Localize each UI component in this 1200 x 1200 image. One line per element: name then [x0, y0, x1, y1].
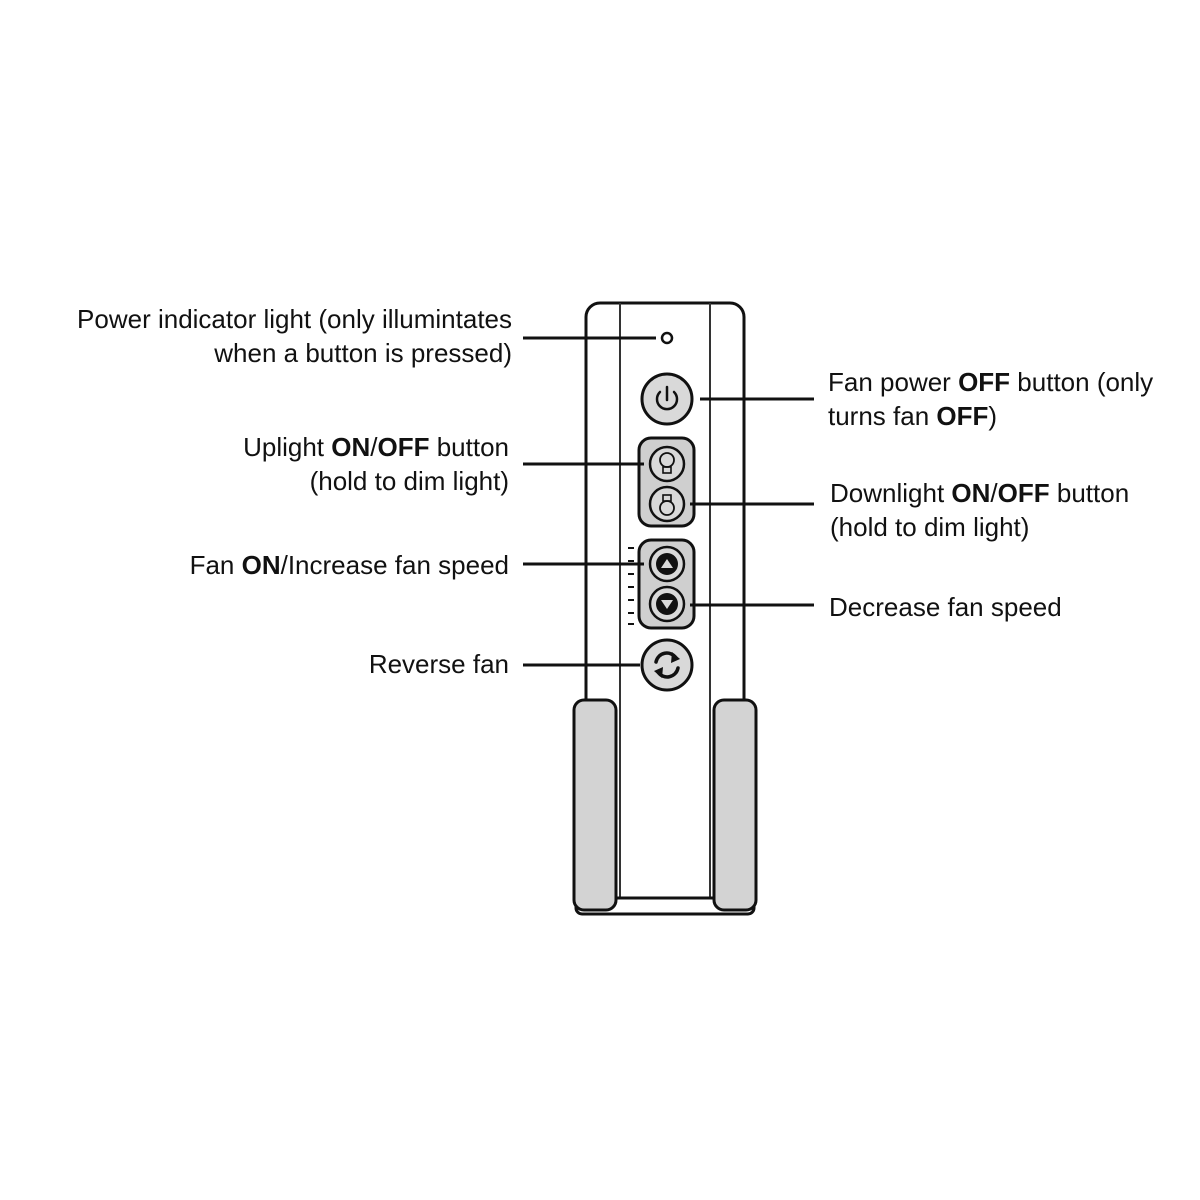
label-fan-power-off-part2: button (only [1010, 367, 1154, 397]
label-uplight-part1: Uplight [243, 432, 332, 462]
downlight-bulb-icon [659, 494, 675, 516]
left-grip [572, 698, 618, 912]
label-downlight-part2: button [1049, 478, 1130, 508]
label-fan-increase: Fan ON/Increase fan speed [190, 548, 509, 582]
label-fan-increase-part1: Fan [189, 550, 242, 580]
label-downlight: Downlight ON/OFF button (hold to dim lig… [830, 476, 1129, 544]
reverse-fan-button[interactable] [640, 638, 694, 692]
label-fan-power-off-emph2: OFF [936, 401, 989, 431]
fan-power-off-button[interactable] [640, 372, 694, 426]
label-power-indicator-line1: Power indicator light (only illumintates [77, 304, 512, 334]
label-uplight: Uplight ON/OFF button (hold to dim light… [243, 430, 509, 498]
label-uplight-off: OFF [377, 432, 430, 462]
right-grip [712, 698, 758, 912]
label-fan-power-off-part3: turns fan [828, 401, 937, 431]
power-indicator-light [660, 331, 674, 345]
uplight-button[interactable] [648, 445, 686, 483]
chevron-down-icon [656, 593, 678, 615]
label-fan-decrease: Decrease fan speed [829, 590, 1062, 624]
label-fan-power-off-part4: ) [988, 401, 998, 431]
label-power-indicator-line2: when a button is pressed) [214, 338, 512, 368]
leader-lines [523, 336, 814, 667]
label-power-indicator: Power indicator light (only illumintates… [77, 302, 512, 370]
label-reverse-fan-line1: Reverse fan [368, 649, 509, 679]
label-downlight-on: ON [951, 478, 991, 508]
speed-tick-marks [628, 547, 634, 625]
label-uplight-line2: (hold to dim light) [309, 466, 509, 496]
label-fan-increase-part2: /Increase fan speed [280, 550, 509, 580]
label-fan-power-off-part1: Fan power [828, 367, 959, 397]
fan-increase-button[interactable] [648, 545, 686, 583]
downlight-button[interactable] [648, 485, 686, 523]
label-uplight-part2: button [429, 432, 509, 462]
label-fan-power-off-emph1: OFF [958, 367, 1011, 397]
power-icon [655, 385, 679, 411]
uplight-bulb-icon [659, 452, 675, 474]
label-downlight-slash: / [990, 478, 998, 508]
label-uplight-slash: / [370, 432, 378, 462]
label-fan-power-off: Fan power OFF button (only turns fan OFF… [828, 365, 1153, 433]
label-downlight-line2: (hold to dim light) [830, 512, 1030, 542]
label-reverse-fan: Reverse fan [369, 647, 509, 681]
label-fan-increase-on: ON [241, 550, 281, 580]
fan-decrease-button[interactable] [648, 585, 686, 623]
label-downlight-part1: Downlight [830, 478, 952, 508]
label-fan-decrease-line1: Decrease fan speed [829, 592, 1062, 622]
label-uplight-on: ON [331, 432, 371, 462]
chevron-up-icon [656, 553, 678, 575]
label-downlight-off: OFF [997, 478, 1050, 508]
